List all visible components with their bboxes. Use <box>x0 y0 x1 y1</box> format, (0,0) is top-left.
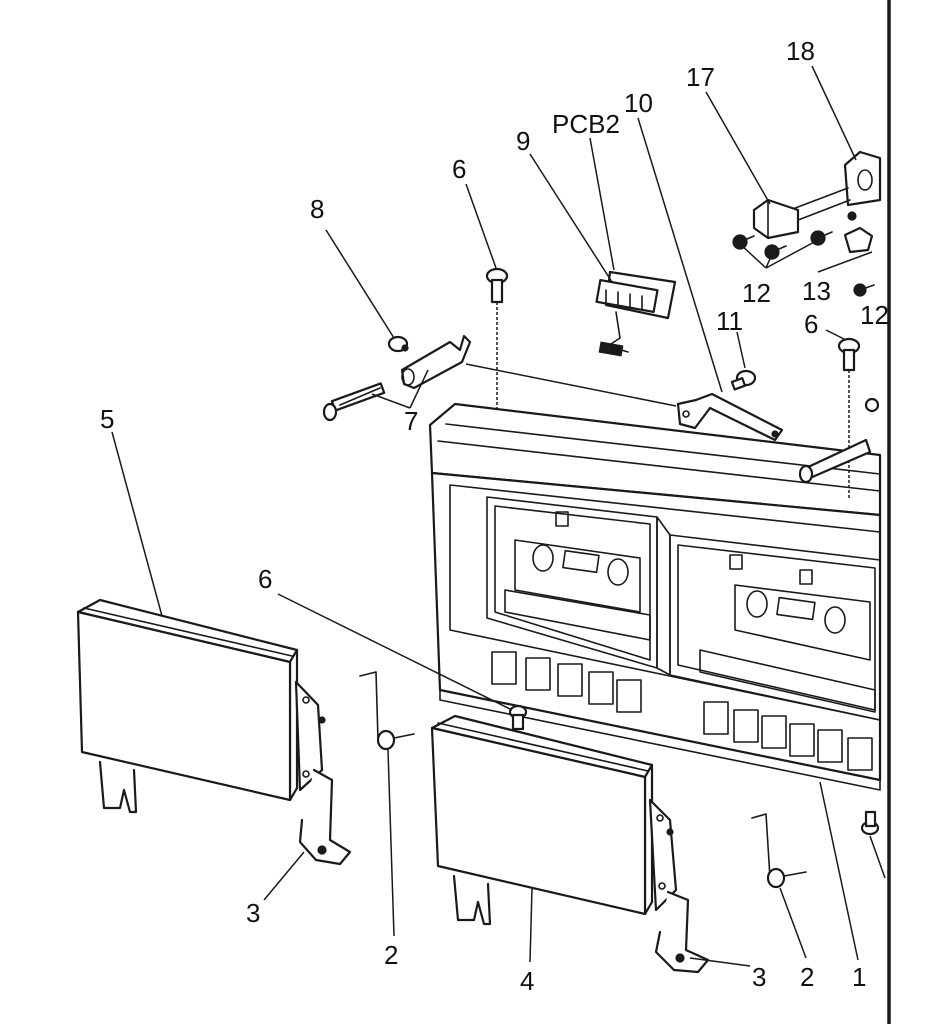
screw-6-right <box>837 337 861 500</box>
screw-lower-right <box>860 810 880 836</box>
callout-9: 9 <box>516 126 530 156</box>
callout-3-right: 3 <box>752 962 766 992</box>
part-17-block <box>752 198 800 240</box>
part-8-nut <box>387 335 409 353</box>
screw-6-top <box>485 267 509 410</box>
callout-6-middle: 6 <box>258 564 272 594</box>
callout-4: 4 <box>520 966 534 996</box>
part-5-cassette-door <box>76 598 352 866</box>
part-4-cassette-door <box>430 714 710 974</box>
front-panel <box>428 402 882 791</box>
callout-11: 11 <box>716 306 743 336</box>
callout-12-b: 12 <box>860 300 889 330</box>
callout-3-left: 3 <box>246 898 260 928</box>
part-2-spring-left <box>359 671 415 751</box>
callout-10: 10 <box>624 88 653 118</box>
callout-6-top: 6 <box>452 154 466 184</box>
callout-13: 13 <box>802 276 831 306</box>
pcb2-board <box>595 270 677 357</box>
leader-lines <box>111 65 886 967</box>
callout-2-right: 2 <box>800 962 814 992</box>
callout-1: 1 <box>852 962 866 992</box>
callout-17: 17 <box>686 62 715 92</box>
callout-5: 5 <box>100 404 114 434</box>
screw-11 <box>730 369 757 391</box>
callout-2-left: 2 <box>384 940 398 970</box>
callout-18: 18 <box>786 36 815 66</box>
callout-7: 7 <box>404 406 418 436</box>
right-shaft <box>798 397 880 484</box>
callout-6-right: 6 <box>804 309 818 339</box>
callout-pcb2: PCB2 <box>552 109 620 139</box>
screw-6-middle <box>508 704 528 731</box>
part-10-bracket <box>676 392 784 442</box>
part-7-linkage <box>322 334 472 422</box>
callout-8: 8 <box>310 194 324 224</box>
callout-12-a: 12 <box>742 278 771 308</box>
part-18-bracket <box>789 150 882 254</box>
callout-labels: 18 17 PCB2 10 9 6 8 11 6 12 13 12 7 5 6 … <box>100 36 889 996</box>
part-2-spring-right <box>751 813 807 889</box>
